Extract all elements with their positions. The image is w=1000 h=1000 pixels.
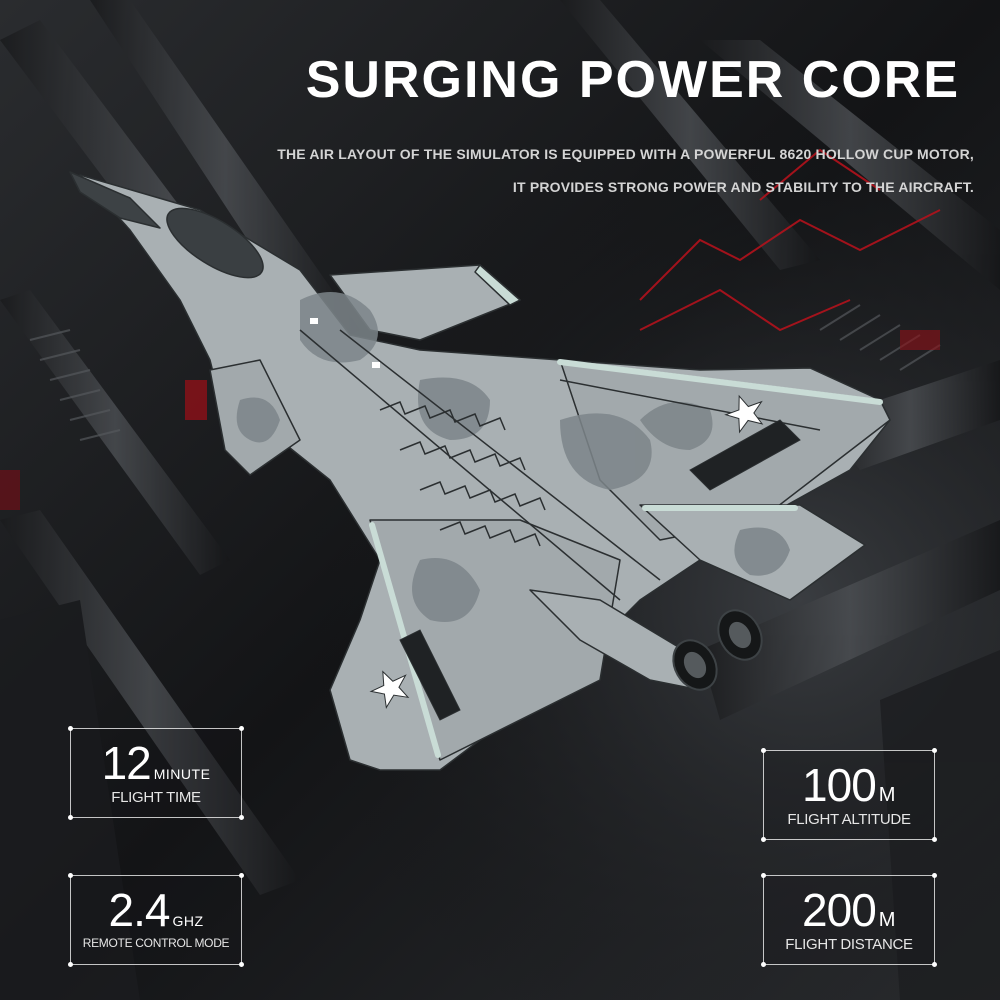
spec-unit: MINUTE [153,766,211,782]
subtitle-line-2: IT PROVIDES STRONG POWER AND STABILITY T… [512,179,974,195]
spec-label: FLIGHT TIME [111,789,201,806]
spec-unit: GHZ [172,913,204,929]
spec-unit: M [878,784,896,806]
spec-label: FLIGHT DISTANCE [785,936,913,953]
spec-label: FLIGHT ALTITUDE [787,811,911,828]
star-insignia-icon [369,394,764,709]
spec-value: 200 [802,884,877,936]
spec-unit: M [878,909,896,931]
page-title: SURGING POWER CORE [305,51,960,109]
aircraft-nose [69,171,161,229]
aircraft-canopy [166,207,264,279]
spec-value: 12 [101,737,152,789]
spec-value: 2.4 [108,884,170,936]
spec-label: REMOTE CONTROL MODE [82,936,230,950]
subtitle-line-1: THE AIR LAYOUT OF THE SIMULATOR IS EQUIP… [277,146,974,162]
spec-value: 100 [802,759,877,811]
